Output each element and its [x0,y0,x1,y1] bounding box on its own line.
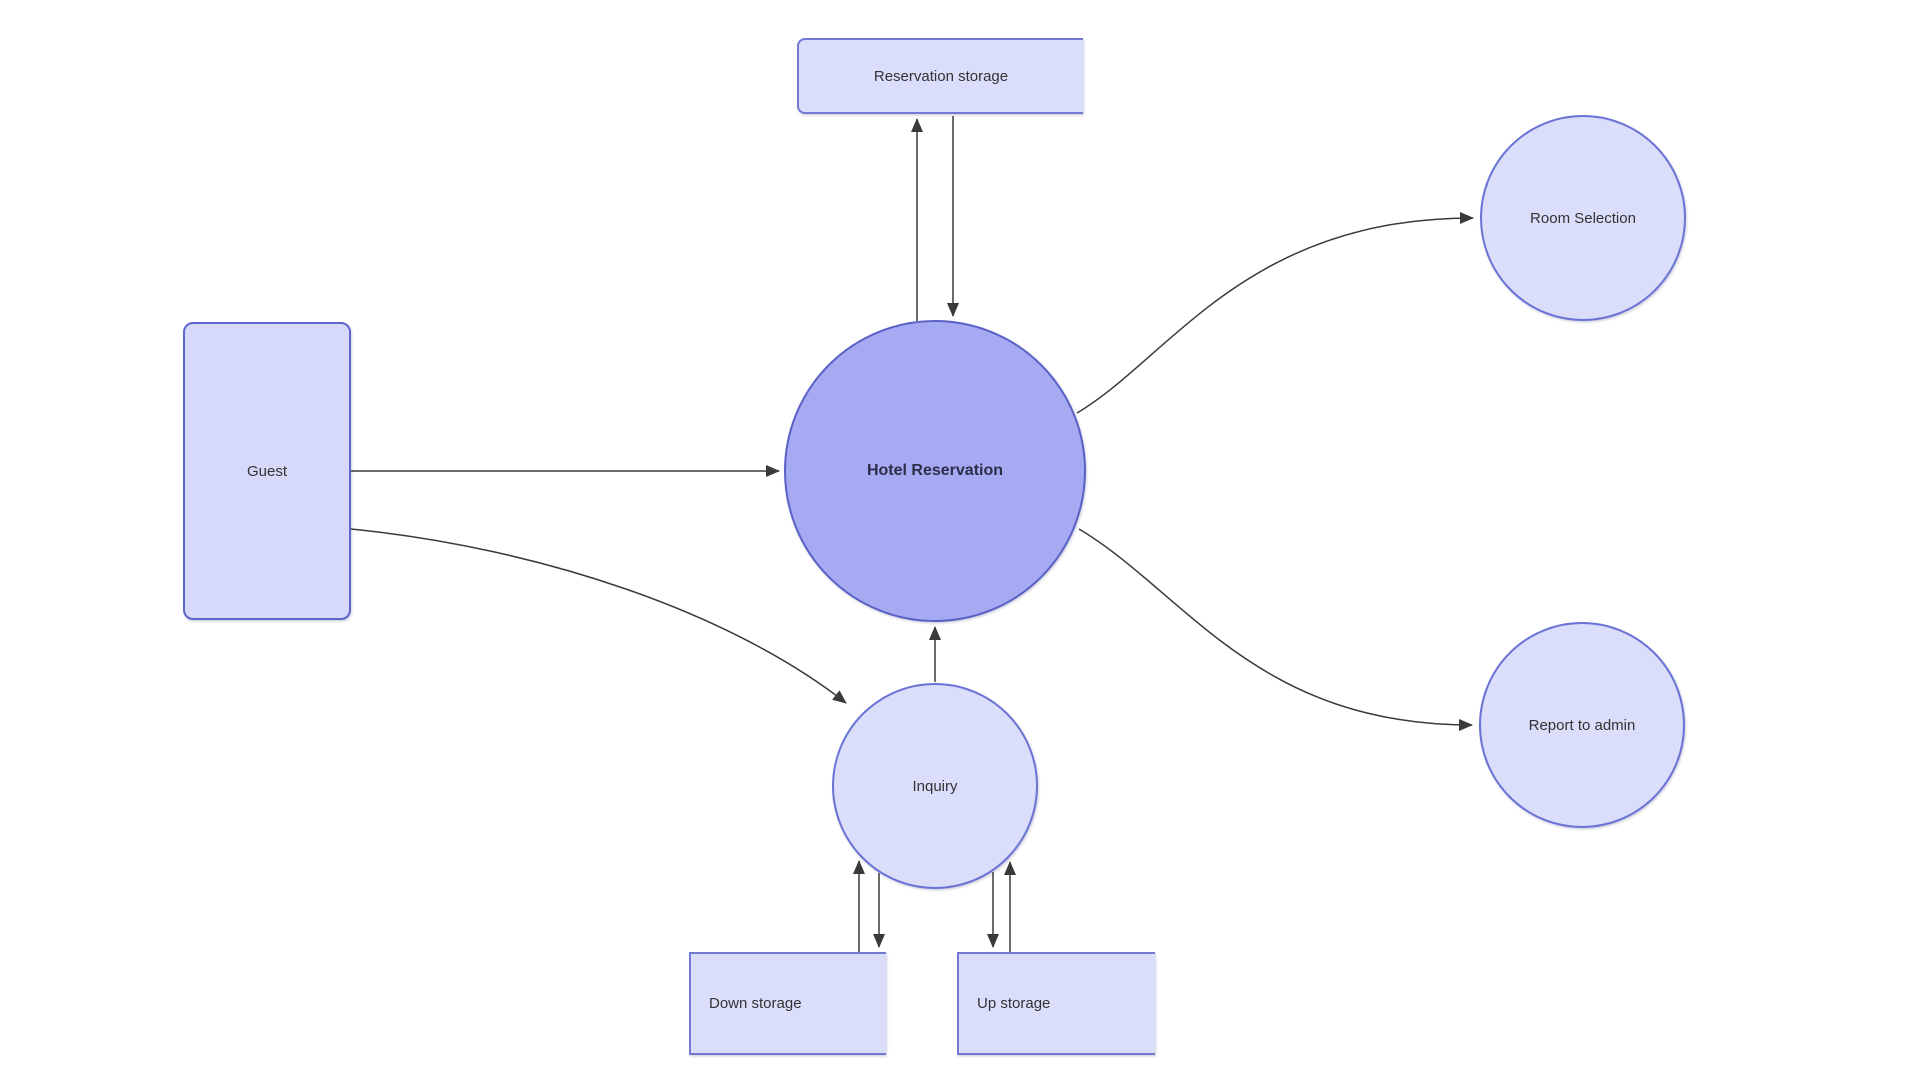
node-report-to-admin[interactable]: Report to admin [1479,622,1685,828]
node-label-hotel-reservation: Hotel Reservation [866,462,1004,479]
node-inquiry[interactable]: Inquiry [832,683,1038,889]
node-room-selection[interactable]: Room Selection [1480,115,1686,321]
node-label-up-storage: Up storage [977,995,1051,1012]
node-guest[interactable]: Guest [183,322,351,620]
edge-hotel-reservation-to-room-selection[interactable] [1076,212,1474,414]
node-label-room-selection: Room Selection [1530,209,1636,227]
node-reservation-storage[interactable]: Reservation storage [797,38,1083,114]
node-up-storage[interactable]: Up storage [957,952,1155,1055]
node-hotel-reservation[interactable]: Hotel Reservation [784,320,1086,622]
node-label-guest: Guest [246,462,288,480]
edge-guest-to-inquiry[interactable] [350,528,847,704]
node-label-down-storage: Down storage [709,995,802,1012]
edge-hotel-reservation-to-report-to-admin[interactable] [1078,528,1473,731]
node-label-inquiry: Inquiry [912,777,958,795]
node-down-storage[interactable]: Down storage [689,952,886,1055]
node-label-report-to-admin: Report to admin [1528,716,1636,734]
node-label-reservation-storage: Reservation storage [873,67,1009,85]
